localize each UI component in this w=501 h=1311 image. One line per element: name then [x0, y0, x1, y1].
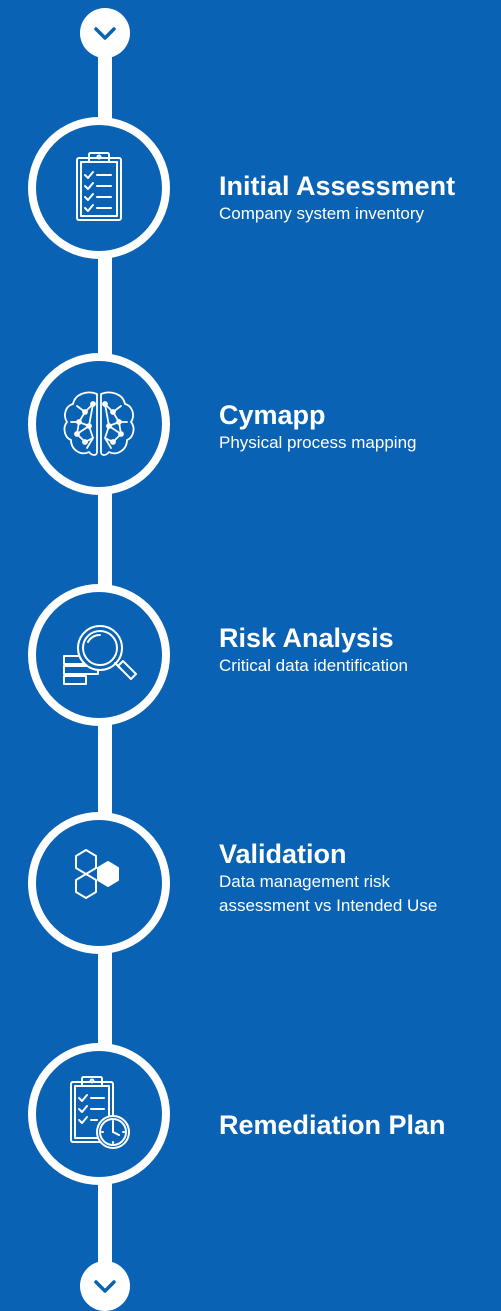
step-5-circle — [28, 1043, 170, 1185]
step-3-circle — [28, 584, 170, 726]
step-description: Data management risk — [219, 872, 391, 891]
step-1-circle — [28, 117, 170, 259]
brain-icon — [63, 391, 135, 456]
step-4-text: Validation Data management risk assessme… — [219, 838, 501, 918]
step-title: Risk Analysis — [219, 623, 394, 653]
scroll-down-chevron[interactable] — [80, 1261, 130, 1311]
magnifier-data-icon — [63, 625, 137, 685]
step-title: Validation — [219, 839, 347, 869]
step-title: Initial Assessment — [219, 171, 456, 201]
step-title: Cymapp — [219, 400, 326, 430]
hexagons-icon — [75, 849, 119, 899]
step-2-circle — [28, 353, 170, 495]
chevron-down-icon — [94, 1280, 116, 1293]
step-1-text: Initial Assessment Company system invent… — [219, 170, 501, 226]
step-2-text: Cymapp Physical process mapping — [219, 399, 501, 455]
chevron-down-icon — [94, 27, 116, 40]
step-description: Physical process mapping — [219, 433, 417, 452]
scroll-up-chevron[interactable] — [80, 8, 130, 58]
step-description: assessment vs Intended Use — [219, 896, 438, 915]
step-4-circle — [28, 812, 170, 954]
step-3-text: Risk Analysis Critical data identificati… — [219, 622, 501, 678]
clipboard-clock-icon — [70, 1076, 130, 1149]
step-description: Company system inventory — [219, 204, 425, 223]
step-5-text: Remediation Plan — [219, 1109, 501, 1141]
step-description: Critical data identification — [219, 656, 408, 675]
step-title: Remediation Plan — [219, 1110, 446, 1140]
clipboard-checklist-icon — [76, 152, 122, 221]
